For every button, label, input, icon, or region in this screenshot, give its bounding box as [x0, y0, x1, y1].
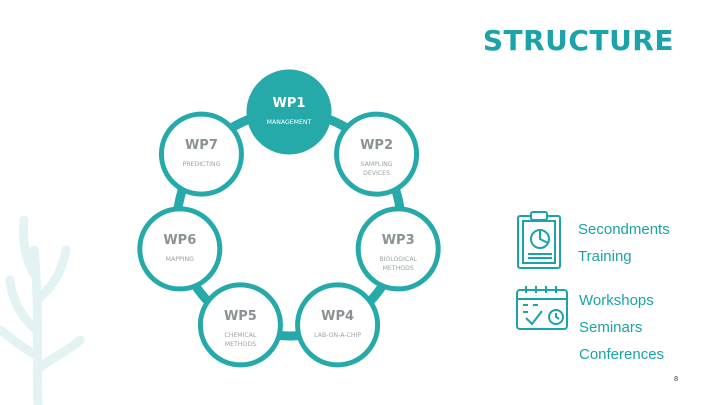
node-circle — [158, 111, 244, 197]
node-label: BIOLOGICAL — [379, 256, 417, 263]
node-id: WP7 — [185, 138, 218, 153]
node-circle — [334, 111, 420, 197]
node-label: DEVICES — [363, 170, 390, 177]
sidebar-item-seminars: Seminars — [579, 319, 643, 336]
node-id: WP1 — [273, 96, 306, 111]
node-circle — [246, 69, 332, 155]
node-id: WP3 — [382, 233, 415, 248]
page-number: 8 — [674, 376, 678, 383]
calendar-check-icon — [516, 286, 568, 330]
node-label: MANAGEMENT — [267, 119, 312, 126]
node-id: WP6 — [163, 233, 196, 248]
node-circle — [197, 282, 283, 368]
node-label: METHODS — [383, 265, 414, 272]
sidebar-item-conferences: Conferences — [579, 346, 665, 363]
node-label: MAPPING — [166, 256, 194, 263]
node-label: PREDICTING — [182, 161, 220, 168]
node-circle — [355, 206, 441, 292]
sidebar-item-secondments: Secondments — [578, 221, 670, 238]
node-id: WP5 — [224, 309, 257, 324]
node-id: WP2 — [360, 138, 393, 153]
sidebar-item-training: Training — [578, 248, 632, 265]
node-circle — [295, 282, 381, 368]
node-circle — [137, 206, 223, 292]
node-label: SAMPLING — [361, 161, 393, 168]
coral-decoration — [0, 215, 85, 405]
slide-title: STRUCTURE — [482, 24, 674, 57]
clipboard-chart-icon — [517, 211, 561, 269]
node-label: METHODS — [225, 341, 256, 348]
node-label: CHEMICAL — [224, 332, 257, 339]
node-label: LAB-ON-A-CHIP — [314, 332, 361, 339]
node-id: WP4 — [321, 309, 354, 324]
sidebar-item-workshops: Workshops — [579, 292, 654, 309]
